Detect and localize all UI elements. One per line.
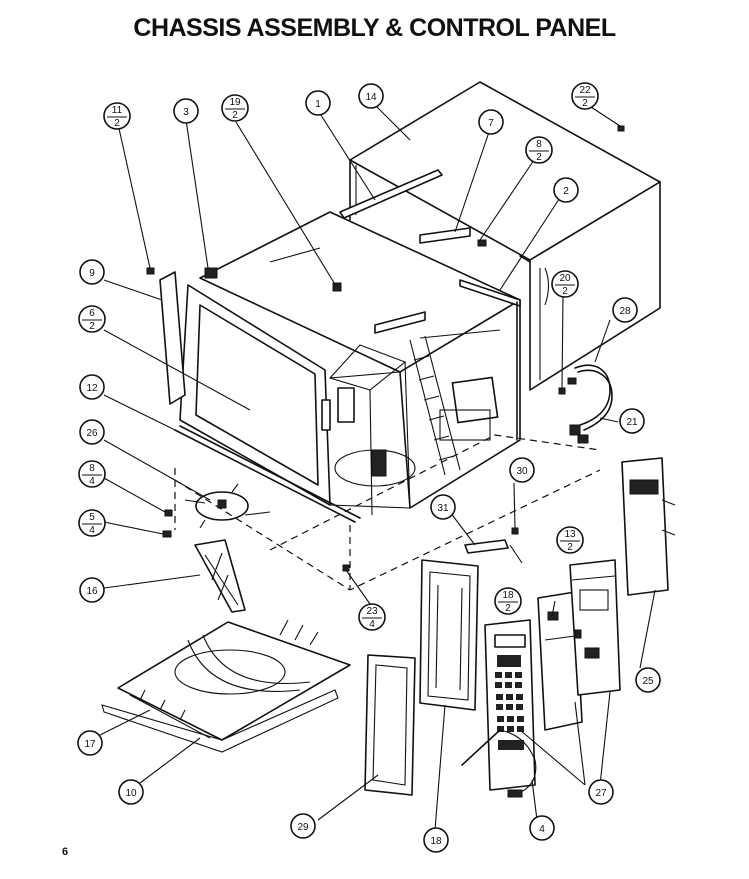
- callout-8-2: 82: [525, 136, 553, 164]
- keypad-panel: [484, 619, 536, 791]
- svg-text:18: 18: [502, 590, 514, 601]
- leader-lines: [99, 101, 656, 831]
- svg-text:8: 8: [536, 139, 542, 150]
- svg-text:26: 26: [86, 428, 98, 439]
- callout-30: 30: [509, 457, 535, 483]
- svg-text:12: 12: [86, 383, 98, 394]
- callout-23-4: 234: [358, 603, 386, 631]
- control-panel-cover: [621, 457, 676, 596]
- svg-text:2: 2: [114, 118, 120, 129]
- base-plate: [101, 539, 351, 753]
- svg-text:10: 10: [125, 788, 137, 799]
- callout-16: 16: [79, 577, 105, 603]
- callout-18-2: 182: [494, 587, 522, 615]
- svg-text:2: 2: [567, 542, 573, 553]
- callout-14: 14: [358, 83, 384, 109]
- svg-text:2: 2: [536, 152, 542, 163]
- callout-21: 21: [619, 408, 645, 434]
- svg-text:4: 4: [89, 476, 95, 487]
- callout-12: 12: [79, 374, 105, 400]
- callout-11-2: 112: [103, 102, 131, 130]
- svg-text:23: 23: [366, 606, 378, 617]
- control-board: [537, 591, 583, 731]
- svg-text:2: 2: [89, 321, 95, 332]
- diagram-title: CHASSIS ASSEMBLY & CONTROL PANEL: [133, 14, 616, 42]
- callout-8-4: 84: [78, 460, 106, 488]
- svg-text:2: 2: [582, 98, 588, 109]
- callout-1: 1: [305, 90, 331, 116]
- svg-text:20: 20: [559, 273, 571, 284]
- svg-text:2: 2: [563, 186, 569, 197]
- wire-harness: [567, 364, 613, 444]
- temperature-probe: [461, 729, 537, 798]
- svg-text:11: 11: [112, 105, 123, 116]
- dashed-guides: [174, 434, 601, 591]
- turntable-coupler: [184, 483, 271, 529]
- callout-10: 10: [118, 779, 144, 805]
- callout-28: 28: [612, 297, 638, 323]
- svg-text:31: 31: [437, 503, 449, 514]
- svg-text:30: 30: [516, 466, 528, 477]
- svg-text:28: 28: [619, 306, 631, 317]
- callout-4: 4: [529, 815, 555, 841]
- door-screen: [364, 654, 416, 796]
- callout-27: 27: [588, 779, 614, 805]
- svg-text:4: 4: [539, 824, 545, 835]
- control-circuit: [569, 559, 621, 696]
- svg-text:9: 9: [89, 268, 95, 279]
- svg-text:8: 8: [89, 463, 95, 474]
- callout-5-4: 54: [78, 509, 106, 537]
- callout-26: 26: [79, 419, 105, 445]
- callout-20-2: 202: [551, 270, 579, 298]
- svg-text:19: 19: [229, 97, 241, 108]
- svg-text:2: 2: [562, 286, 568, 297]
- callout-2: 2: [553, 177, 579, 203]
- callout-7: 7: [478, 109, 504, 135]
- svg-text:27: 27: [595, 788, 607, 799]
- svg-text:1: 1: [315, 99, 321, 110]
- svg-text:22: 22: [579, 85, 591, 96]
- callout-25: 25: [635, 667, 661, 693]
- svg-text:5: 5: [89, 512, 95, 523]
- callout-6-2: 62: [78, 305, 106, 333]
- callout-18: 18: [423, 827, 449, 853]
- svg-text:4: 4: [369, 619, 375, 630]
- svg-text:2: 2: [505, 603, 511, 614]
- callout-29: 29: [290, 813, 316, 839]
- svg-text:16: 16: [86, 586, 98, 597]
- callout-13-2: 132: [556, 526, 584, 554]
- callout-31: 31: [430, 494, 456, 520]
- svg-text:21: 21: [626, 417, 638, 428]
- callout-19-2: 192: [221, 94, 249, 122]
- callout-22-2: 222: [571, 82, 599, 110]
- svg-text:14: 14: [365, 92, 377, 103]
- svg-text:29: 29: [297, 822, 309, 833]
- page-number: 6: [62, 846, 69, 858]
- svg-text:7: 7: [488, 118, 494, 129]
- svg-text:17: 17: [84, 739, 96, 750]
- chassis-body: [179, 169, 521, 516]
- callout-9: 9: [79, 259, 105, 285]
- bottom-rail: [174, 425, 361, 523]
- callout-17: 17: [77, 730, 103, 756]
- svg-text:4: 4: [89, 525, 95, 536]
- svg-text:18: 18: [430, 836, 442, 847]
- svg-text:25: 25: [642, 676, 654, 687]
- svg-text:3: 3: [183, 107, 189, 118]
- bracket-31: [464, 539, 509, 554]
- svg-text:6: 6: [89, 308, 95, 319]
- svg-text:2: 2: [232, 110, 238, 121]
- svg-text:13: 13: [564, 529, 576, 540]
- callout-3: 3: [173, 98, 199, 124]
- door-panel: [419, 559, 479, 711]
